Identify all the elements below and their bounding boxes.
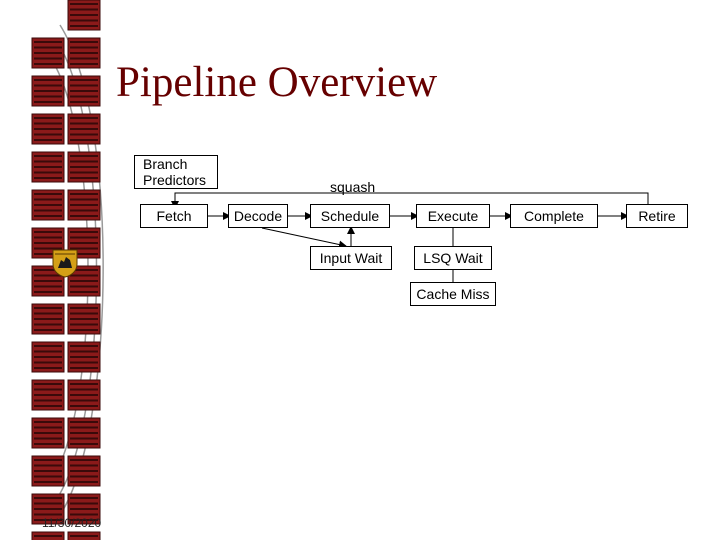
crest-icon	[52, 249, 78, 278]
node-input-wait: Input Wait	[310, 246, 392, 270]
slide-title: Pipeline Overview	[116, 59, 438, 106]
edge-decode-inputwait	[261, 227, 347, 249]
squash-label: squash	[330, 179, 376, 195]
node-lsq-wait: LSQ Wait	[414, 246, 492, 270]
binding-blocks	[31, 0, 101, 540]
slide-date: 11/30/2020	[42, 516, 102, 530]
node-decode: Decode	[228, 204, 288, 228]
notebook-binding	[31, 0, 104, 540]
node-cache-miss: Cache Miss	[410, 282, 496, 306]
node-schedule: Schedule	[310, 204, 390, 228]
node-retire: Retire	[626, 204, 688, 228]
squash-line	[171, 192, 649, 209]
node-branch-predictors: Branch Predictors	[134, 155, 218, 189]
node-execute: Execute	[416, 204, 490, 228]
node-fetch: Fetch	[140, 204, 208, 228]
node-complete: Complete	[510, 204, 598, 228]
